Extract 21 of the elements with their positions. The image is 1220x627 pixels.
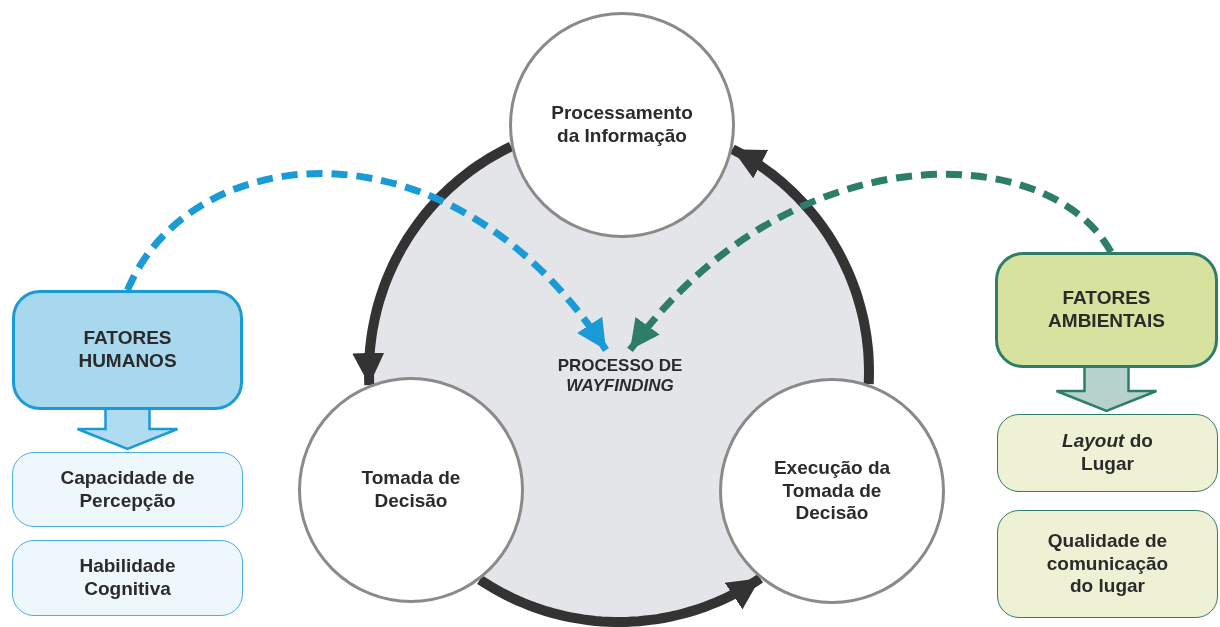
factor-item-box xyxy=(12,452,243,527)
factor-item-box xyxy=(997,510,1218,618)
node-label: PROCESSO DE WAYFINDING xyxy=(556,355,684,397)
dashed-arrow xyxy=(124,170,609,353)
node-label: FATORES AMBIENTAIS xyxy=(1047,287,1166,333)
node-label: FATORES HUMANOS xyxy=(77,327,178,373)
factor-item-box xyxy=(997,414,1218,492)
node-label: Qualidade de comunicação do lugar xyxy=(1045,529,1170,599)
node-label: Tomada de Decisão xyxy=(360,467,462,513)
node-label: Execução da Tomada de Decisão xyxy=(772,456,892,526)
node-label: Capacidade de Percepção xyxy=(59,466,196,513)
factor-box xyxy=(995,252,1218,368)
factor-item-box xyxy=(12,540,243,616)
factor-box xyxy=(12,290,243,410)
node-label: Habilidade Cognitiva xyxy=(78,555,177,601)
dashed-arrow xyxy=(627,170,1114,353)
node-label: Processamento da Informação xyxy=(550,102,694,148)
cycle-arrow xyxy=(477,574,763,627)
cycle-arrow xyxy=(730,144,874,385)
node-label: Layout do Lugar xyxy=(1061,430,1154,476)
cycle-arrow xyxy=(352,142,514,386)
